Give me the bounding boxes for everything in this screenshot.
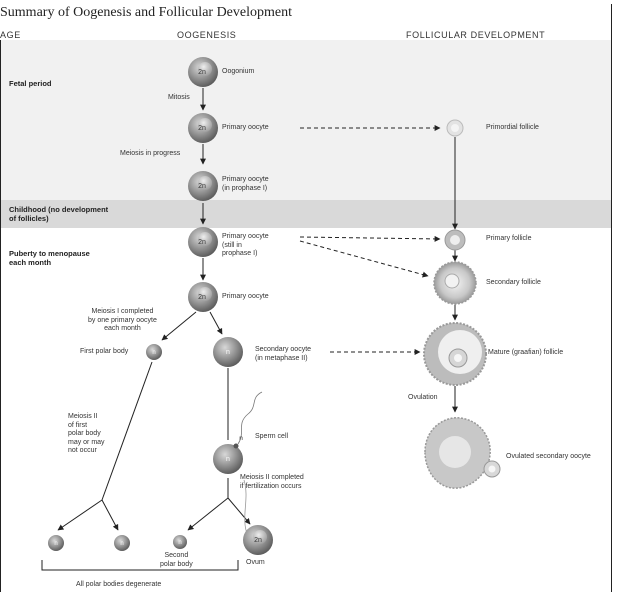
- label-meiosis1-line3: each month: [104, 325, 141, 332]
- ploidy-polar-a: n: [54, 541, 57, 547]
- label-mitosis: Mitosis: [168, 94, 190, 101]
- label-meiosis2-completed-line2: if fertilization occurs: [240, 482, 302, 490]
- label-primary-oocyte-3: Primary oocyte (still in prophase I): [222, 233, 269, 259]
- follicle-mature: [423, 322, 487, 386]
- band-childhood: [0, 200, 612, 228]
- follicle-primordial: [446, 119, 464, 137]
- ploidy-fertilized: n: [226, 456, 230, 463]
- label-secondary-oocyte-line1: Secondary oocyte: [255, 346, 312, 353]
- diagram-title: Summary of Oogenesis and Follicular Deve…: [0, 5, 292, 20]
- label-primary-oocyte-2: Primary oocyte (in prophase I): [222, 176, 269, 193]
- label-meiosis2-first-polar-line3: polar body: [68, 430, 101, 437]
- label-first-polar-body: First polar body: [80, 348, 129, 355]
- label-second-polar-body-line2: polar body: [160, 560, 193, 568]
- label-degenerate: All polar bodies degenerate: [76, 581, 162, 588]
- ploidy-primary-1: 2n: [198, 125, 206, 132]
- label-oogonium: Oogonium: [222, 68, 255, 75]
- label-secondary-oocyte: Secondary oocyte (in metaphase II): [255, 346, 311, 363]
- label-second-polar-body: Second polar body: [160, 552, 193, 569]
- label-meiosis-in-progress: Meiosis in progress: [120, 150, 181, 157]
- label-primary-oocyte-4: Primary oocyte: [222, 293, 269, 300]
- label-primary-oocyte-1: Primary oocyte: [222, 124, 269, 131]
- label-meiosis1: Meiosis I completed by one primary oocyt…: [88, 308, 157, 334]
- cell-polar-body-b: [114, 535, 130, 551]
- sperm-tail: [237, 391, 263, 445]
- label-meiosis2-first-polar: Meiosis II of first polar body may or ma…: [68, 413, 105, 456]
- cell-second-polar-body: [173, 535, 187, 549]
- label-meiosis2-completed: Meiosis II completed if fertilization oc…: [240, 474, 304, 491]
- follicle-primary: [444, 229, 466, 251]
- label-meiosis2-completed-line1: Meiosis II completed: [240, 474, 304, 481]
- label-meiosis2-first-polar-line4: may or may: [68, 438, 105, 446]
- ploidy-first-polar: n: [152, 350, 155, 356]
- label-primary-oocyte-2-line2: (in prophase I): [222, 184, 268, 192]
- label-meiosis2-first-polar-line2: of first: [68, 421, 88, 429]
- ploidy-second-polar: n: [178, 540, 181, 546]
- cell-primary-oocyte-2: [188, 171, 218, 201]
- label-primary-follicle: Primary follicle: [486, 235, 532, 242]
- column-header-stage: AGE: [0, 30, 21, 40]
- label-meiosis1-line2: by one primary oocyte: [88, 316, 157, 324]
- frame-right-border: [611, 4, 612, 592]
- label-mature-follicle: Mature (graafian) follicle: [488, 349, 564, 356]
- cell-primary-oocyte-4: [188, 282, 218, 312]
- stage-puberty-line1: Puberty to menopause: [9, 249, 90, 258]
- label-sperm-cell: Sperm cell: [255, 433, 289, 440]
- cell-sperm-head: [233, 443, 239, 449]
- follicle-ovulated: [424, 417, 501, 489]
- cell-ovum: [243, 525, 273, 555]
- label-meiosis2-first-polar-line5: not occur: [68, 447, 97, 454]
- label-meiosis1-line1: Meiosis I completed: [91, 308, 154, 315]
- stage-puberty: Puberty to menopause each month: [9, 249, 90, 267]
- follicle-secondary: [433, 261, 477, 305]
- label-primordial-follicle: Primordial follicle: [486, 124, 539, 131]
- ploidy-secondary: n: [226, 349, 230, 356]
- ploidy-primary-2: 2n: [198, 183, 206, 190]
- label-primary-oocyte-2-line1: Primary oocyte: [222, 176, 269, 183]
- column-header-follicular: FOLLICULAR DEVELOPMENT: [406, 30, 546, 40]
- stage-childhood-line1: Childhood (no development: [9, 205, 109, 214]
- label-second-polar-body-line1: Second: [164, 552, 189, 559]
- label-meiosis2-first-polar-line1: Meiosis II: [68, 413, 98, 420]
- ploidy-primary-3: 2n: [198, 239, 206, 246]
- cell-first-polar-body: [146, 344, 162, 360]
- label-primary-oocyte-3-line2: (still in: [222, 241, 242, 249]
- stage-fetal: Fetal period: [9, 79, 52, 88]
- frame-left-border: [0, 40, 1, 592]
- label-primary-oocyte-3-line3: prophase I): [222, 250, 258, 257]
- stage-childhood-line2: of follicles): [9, 214, 49, 223]
- cell-polar-body-a: [48, 535, 64, 551]
- column-header-oogenesis: OOGENESIS: [177, 30, 237, 40]
- oogenesis-arrows: [57, 88, 251, 531]
- stage-childhood: Childhood (no development of follicles): [9, 205, 108, 223]
- cell-primary-oocyte-3: [188, 227, 218, 257]
- label-secondary-oocyte-line2: (in metaphase II): [255, 354, 308, 362]
- stage-puberty-line2: each month: [9, 258, 52, 267]
- follicle-link-arrows: [299, 125, 441, 355]
- label-ovulation: Ovulation: [408, 394, 438, 401]
- degenerate-bracket: [41, 560, 239, 571]
- cell-oogonium: [188, 57, 218, 87]
- label-ovulated-oocyte: Ovulated secondary oocyte: [506, 453, 591, 460]
- label-ovum: Ovum: [246, 559, 265, 566]
- label-secondary-follicle: Secondary follicle: [486, 279, 541, 286]
- ploidy-ovum: 2n: [254, 537, 262, 544]
- ploidy-sperm: n: [239, 435, 243, 442]
- cell-fertilized-oocyte: [213, 444, 243, 474]
- cell-primary-oocyte-1: [188, 113, 218, 143]
- cell-secondary-oocyte: [213, 337, 243, 367]
- ploidy-polar-b: n: [120, 541, 123, 547]
- ploidy-oogonium: 2n: [198, 69, 206, 76]
- ploidy-primary-4: 2n: [198, 294, 206, 301]
- band-fetal: [0, 40, 612, 200]
- label-primary-oocyte-3-line1: Primary oocyte: [222, 233, 269, 240]
